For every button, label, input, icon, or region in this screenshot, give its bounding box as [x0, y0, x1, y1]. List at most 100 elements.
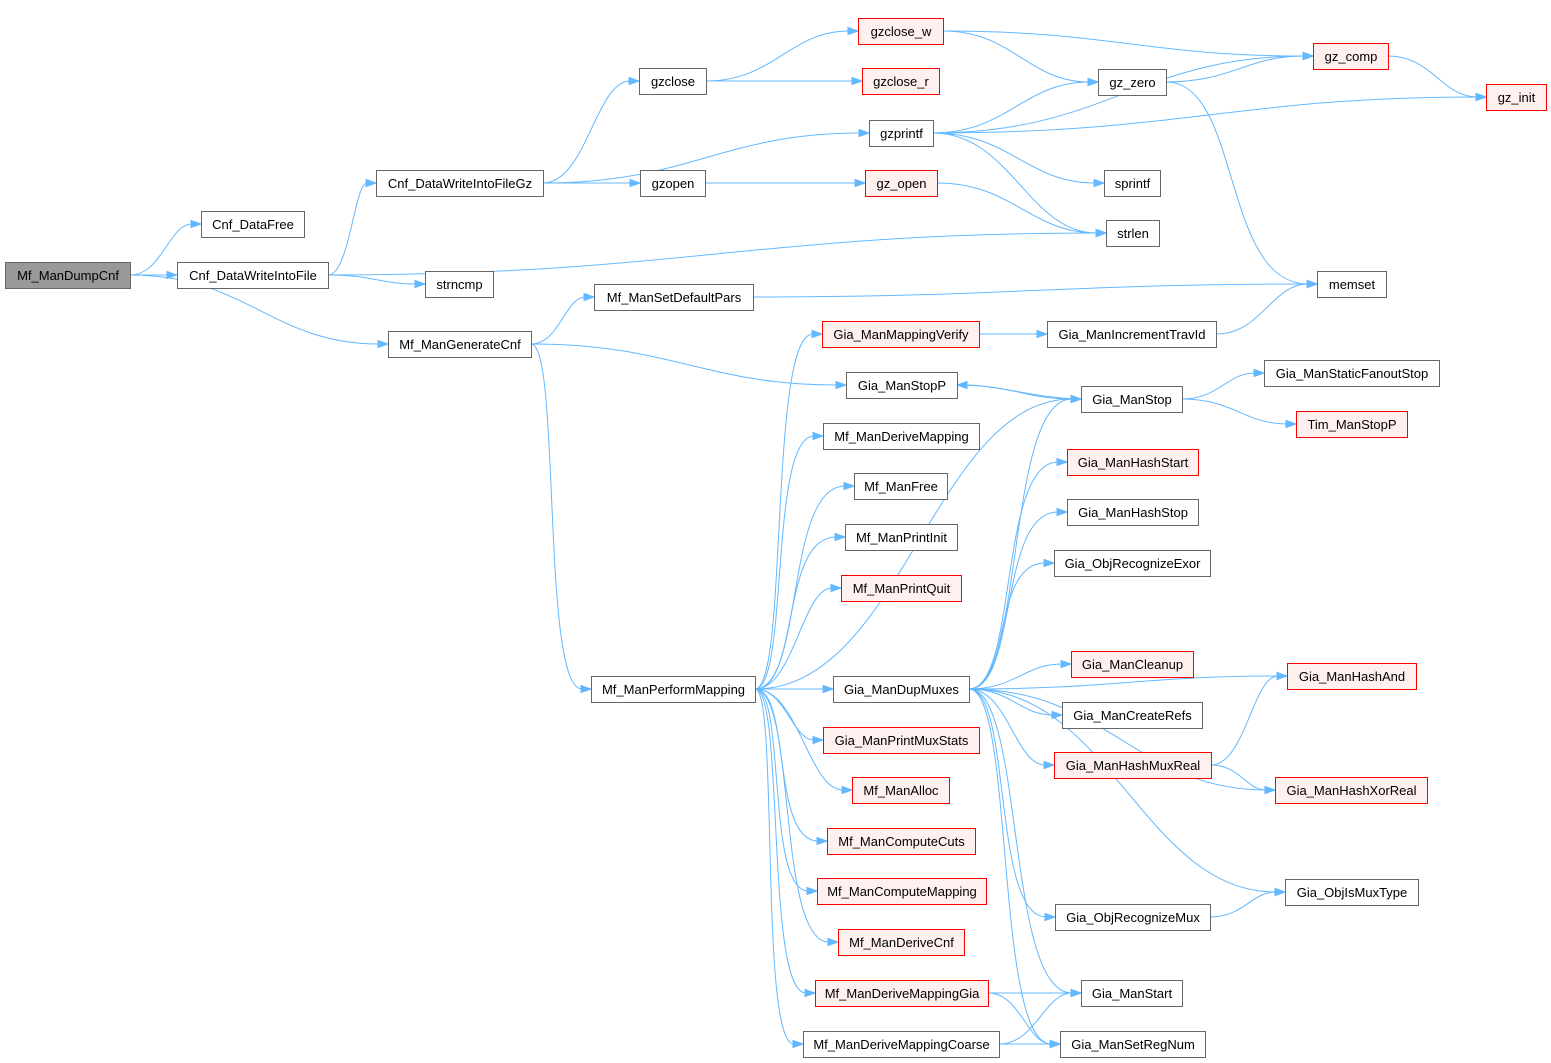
- node-box: [823, 727, 980, 754]
- node-sprintf[interactable]: sprintf: [1104, 170, 1161, 197]
- node-gzclose-r[interactable]: gzclose_r: [862, 68, 940, 95]
- arrow-head: [583, 292, 596, 302]
- node-gia-man-hash-mux-real[interactable]: Gia_ManHashMuxReal: [1054, 752, 1212, 779]
- node-mf-man-dump-cnf: Mf_ManDumpCnf: [5, 262, 131, 289]
- node-mf-man-derive-mapping[interactable]: Mf_ManDeriveMapping: [823, 423, 980, 450]
- node-memset[interactable]: memset: [1317, 271, 1387, 298]
- node-mf-man-perform-mapping[interactable]: Mf_ManPerformMapping: [591, 676, 756, 703]
- node-gzopen[interactable]: gzopen: [640, 170, 706, 197]
- node-label: gzopen: [652, 176, 695, 191]
- node-gzclose[interactable]: gzclose: [639, 68, 707, 95]
- arrow-head: [1056, 457, 1069, 467]
- node-gzprintf[interactable]: gzprintf: [869, 120, 934, 147]
- node-box: [852, 777, 950, 804]
- arrow-head: [812, 431, 825, 441]
- arrow-head: [792, 1039, 805, 1049]
- arrow-head: [1274, 887, 1287, 897]
- edge-mf-man-perform-mapping-to-mf-man-print-init: [754, 532, 847, 690]
- node-label: Gia_ManCleanup: [1082, 657, 1183, 672]
- node-gia-man-stop[interactable]: Gia_ManStop: [1081, 386, 1183, 413]
- node-label: Cnf_DataWriteIntoFile: [189, 268, 317, 283]
- node-cnf-data-free[interactable]: Cnf_DataFree: [201, 211, 305, 238]
- node-gzclose-w[interactable]: gzclose_w: [858, 18, 944, 45]
- node-cnf-data-write-into-file[interactable]: Cnf_DataWriteIntoFile: [177, 262, 329, 289]
- edge-line: [754, 333, 814, 690]
- node-mf-man-set-default-pars[interactable]: Mf_ManSetDefaultPars: [594, 284, 754, 311]
- node-box: [1067, 499, 1199, 526]
- node-gia-man-dup-muxes[interactable]: Gia_ManDupMuxes: [833, 676, 970, 703]
- node-mf-man-derive-cnf[interactable]: Mf_ManDeriveCnf: [838, 929, 965, 956]
- edge-gz-open-to-strlen: [936, 182, 1108, 238]
- node-label: Gia_ManDupMuxes: [844, 682, 959, 697]
- node-gia-man-stop-p[interactable]: Gia_ManStopP: [846, 372, 958, 399]
- edge-line: [754, 688, 830, 943]
- node-mf-man-derive-mapping-coarse[interactable]: Mf_ManDeriveMappingCoarse: [803, 1031, 1000, 1058]
- edge-line: [942, 30, 1305, 57]
- edge-line: [932, 81, 1090, 134]
- edge-mf-man-perform-mapping-to-mf-man-derive-cnf: [754, 688, 840, 947]
- edge-line: [754, 688, 844, 791]
- node-gia-obj-is-mux-type[interactable]: Gia_ObjIsMuxType: [1285, 879, 1419, 906]
- edge-line: [754, 688, 809, 892]
- node-gia-man-hash-xor-real[interactable]: Gia_ManHashXorReal: [1275, 777, 1428, 804]
- node-mf-man-generate-cnf[interactable]: Mf_ManGenerateCnf: [388, 331, 532, 358]
- node-cnf-data-write-into-file-gz[interactable]: Cnf_DataWriteIntoFileGz: [376, 170, 544, 197]
- node-gz-init[interactable]: gz_init: [1486, 84, 1547, 111]
- node-gia-man-hash-start[interactable]: Gia_ManHashStart: [1067, 449, 1199, 476]
- node-label: Mf_ManDeriveCnf: [849, 935, 954, 950]
- arrow-head: [1043, 760, 1056, 770]
- arrow-head: [806, 886, 819, 896]
- node-box: [803, 1031, 1000, 1058]
- edge-gia-man-dup-muxes-to-gia-man-stop: [968, 394, 1083, 690]
- node-mf-man-compute-mapping[interactable]: Mf_ManComputeMapping: [817, 878, 987, 905]
- node-box: [833, 676, 970, 703]
- arrow-head: [1253, 368, 1266, 378]
- node-box: [594, 284, 754, 311]
- edge-line: [968, 663, 1063, 690]
- edge-line: [932, 96, 1478, 134]
- arrow-head: [858, 128, 871, 138]
- node-gia-man-hash-and[interactable]: Gia_ManHashAnd: [1287, 663, 1417, 690]
- node-gia-man-mapping-verify[interactable]: Gia_ManMappingVerify: [822, 321, 980, 348]
- node-label: gz_init: [1498, 90, 1536, 105]
- node-mf-man-print-init[interactable]: Mf_ManPrintInit: [845, 524, 958, 551]
- node-gia-man-set-reg-num[interactable]: Gia_ManSetRegNum: [1060, 1031, 1206, 1058]
- node-gia-man-start[interactable]: Gia_ManStart: [1081, 980, 1183, 1007]
- edge-line: [530, 343, 583, 690]
- node-gz-zero[interactable]: gz_zero: [1098, 69, 1167, 96]
- edge-gia-man-mapping-verify-to-gia-man-increment-trav-id: [979, 329, 1049, 339]
- node-tim-man-stop-p[interactable]: Tim_ManStopP: [1296, 411, 1408, 438]
- node-label: gz_open: [877, 176, 927, 191]
- node-box: [1264, 360, 1440, 387]
- node-gz-open[interactable]: gz_open: [865, 170, 938, 197]
- node-strlen[interactable]: strlen: [1106, 220, 1160, 247]
- node-mf-man-print-quit[interactable]: Mf_ManPrintQuit: [841, 575, 962, 602]
- edge-mf-man-perform-mapping-to-mf-man-free: [754, 481, 856, 690]
- node-gia-man-print-mux-stats[interactable]: Gia_ManPrintMuxStats: [823, 727, 980, 754]
- node-gia-obj-recognize-exor[interactable]: Gia_ObjRecognizeExor: [1054, 550, 1211, 577]
- arrow-head: [1070, 988, 1083, 998]
- node-box: [1054, 752, 1212, 779]
- arrow-head: [841, 785, 854, 795]
- node-gia-obj-recognize-mux[interactable]: Gia_ObjRecognizeMux: [1055, 904, 1211, 931]
- node-label: Gia_ManIncrementTravId: [1059, 327, 1206, 342]
- node-mf-man-free[interactable]: Mf_ManFree: [854, 473, 948, 500]
- node-gia-man-increment-trav-id[interactable]: Gia_ManIncrementTravId: [1047, 321, 1217, 348]
- node-box: [5, 262, 131, 289]
- node-gia-man-static-fanout-stop[interactable]: Gia_ManStaticFanoutStop: [1264, 360, 1440, 387]
- edge-line: [968, 688, 1267, 791]
- edge-line: [530, 296, 586, 345]
- node-mf-man-alloc[interactable]: Mf_ManAlloc: [852, 777, 950, 804]
- node-gia-man-create-refs[interactable]: Gia_ManCreateRefs: [1062, 702, 1203, 729]
- node-mf-man-derive-mapping-gia[interactable]: Mf_ManDeriveMappingGia: [815, 980, 989, 1007]
- node-mf-man-compute-cuts[interactable]: Mf_ManComputeCuts: [827, 828, 976, 855]
- node-label: gzclose: [651, 74, 695, 89]
- node-strncmp[interactable]: strncmp: [425, 271, 494, 298]
- node-label: Mf_ManAlloc: [863, 783, 939, 798]
- edge-line: [968, 511, 1059, 690]
- node-gia-man-cleanup[interactable]: Gia_ManCleanup: [1071, 651, 1194, 678]
- node-gia-man-hash-stop[interactable]: Gia_ManHashStop: [1067, 499, 1199, 526]
- node-gz-comp[interactable]: gz_comp: [1313, 43, 1389, 70]
- edge-line: [968, 675, 1279, 690]
